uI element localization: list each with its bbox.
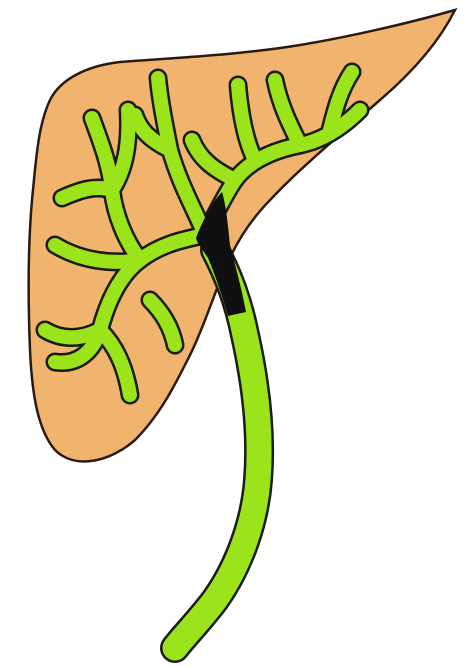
right-duct-branch (45, 330, 100, 338)
